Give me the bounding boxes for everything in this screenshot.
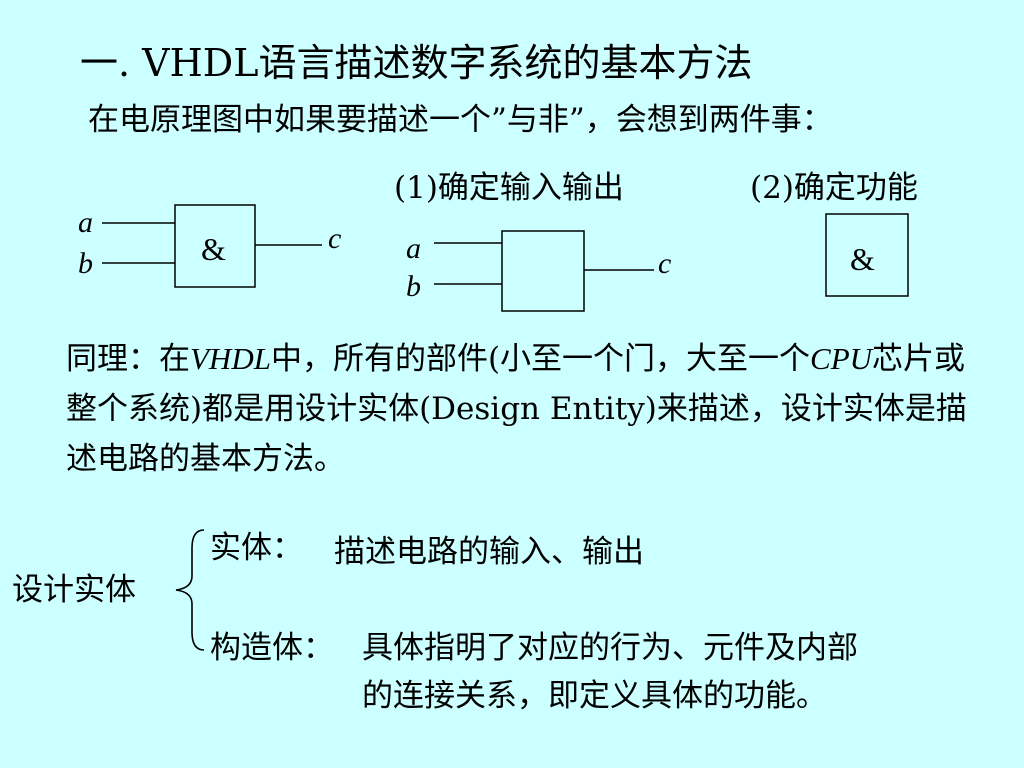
output-c-label: c [328, 222, 341, 255]
gate-diagram-2: a b c [406, 230, 671, 312]
cpu-term: CPU [810, 341, 873, 376]
entity-label: 实体： [210, 530, 303, 566]
explanation-paragraph: 同理：在VHDL中，所有的部件(小至一个门，大至一个CPU芯片或整个系统)都是用… [66, 341, 967, 477]
step-1-label: (1)确定输入输出 [394, 170, 624, 206]
intro-text: 在电原理图中如果要描述一个”与非”，会想到两件事： [88, 102, 833, 138]
architecture-description-line-1: 具体指明了对应的行为、元件及内部 [362, 630, 858, 666]
function-box [825, 213, 909, 297]
architecture-description-line-2: 的连接关系，即定义具体的功能。 [362, 678, 827, 714]
architecture-label: 构造体： [210, 630, 334, 666]
vhdl-term: VHDL [190, 341, 271, 376]
io-box [501, 230, 585, 312]
gate-diagram-1: a b & c [78, 204, 341, 288]
gate-diagram-3: & [825, 213, 909, 297]
design-entity-root: 设计实体 [12, 572, 136, 608]
step-2-label: (2)确定功能 [750, 170, 918, 206]
gate-box [174, 204, 256, 288]
gate-symbol: & [201, 231, 226, 267]
input-a-label: a [406, 232, 421, 265]
entity-description: 描述电路的输入、输出 [334, 534, 644, 570]
gate-symbol: & [850, 241, 875, 277]
brace-icon [175, 529, 205, 651]
output-c-label: c [658, 247, 671, 280]
input-b-label: b [406, 270, 421, 303]
input-b-label: b [78, 247, 93, 280]
input-a-label: a [78, 206, 93, 239]
page-title: 一. VHDL语言描述数字系统的基本方法 [80, 41, 753, 85]
